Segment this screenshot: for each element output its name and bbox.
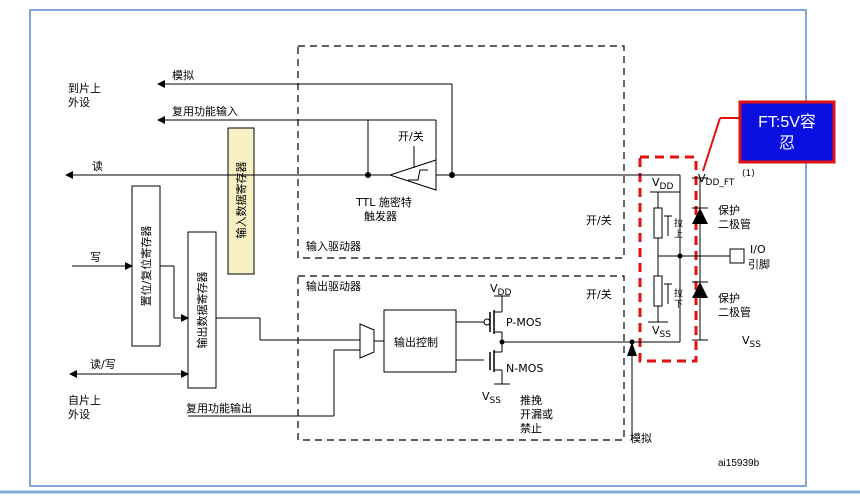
protection-highlight-box <box>638 155 698 363</box>
output-data-register <box>187 231 217 389</box>
io-label: I/O <box>750 243 766 256</box>
to-peripheral-label: 外设 <box>68 96 90 109</box>
pmos-label: P-MOS <box>506 316 542 329</box>
ttl-label: TTL 施密特 <box>355 195 412 209</box>
output-driver-box <box>297 275 625 441</box>
on-off-label: 开/关 <box>586 287 612 301</box>
pd-switch <box>664 283 672 304</box>
io-label: 引脚 <box>748 257 770 271</box>
ft-callout-text: FT:5V容 <box>758 113 816 131</box>
junction-dot <box>629 339 635 345</box>
analog-in-label: 模拟 <box>172 68 194 82</box>
ft-callout-text: 忍 <box>779 135 795 152</box>
input-data-register <box>227 127 255 275</box>
io-pin-box <box>729 248 745 264</box>
protect-diode-label: 保护 <box>718 291 740 305</box>
junction-dot <box>449 172 455 178</box>
input-data-register-label: 输入数据寄存器 <box>234 162 248 239</box>
vss-diode-label: VSS <box>742 334 761 350</box>
ft-callout-box <box>738 100 836 164</box>
mode-label: 推挽 <box>520 393 542 407</box>
analog-out-arrow <box>627 342 637 356</box>
figure-reference: ai15939b <box>718 458 760 469</box>
nmos-label: N-MOS <box>506 362 543 375</box>
mux-shape <box>359 323 375 359</box>
vdd-label: VDD <box>490 282 511 298</box>
schmitt-trigger-symbol <box>388 159 437 191</box>
from-peripheral-label: 外设 <box>68 408 90 421</box>
alt-func-out-label: 复用功能输出 <box>186 401 252 415</box>
mode-label: 开漏或 <box>520 408 553 421</box>
protection-diode-down <box>692 282 708 298</box>
callout-pointer <box>702 117 721 172</box>
from-peripheral-label: 自片上 <box>68 394 101 407</box>
pull-down-resistor <box>653 275 663 307</box>
outer-frame <box>29 9 807 487</box>
pull-up-label: 拉 <box>674 217 683 229</box>
ttl-label: 触发器 <box>364 209 397 223</box>
write-label: 写 <box>90 251 101 264</box>
protection-diode-up <box>692 208 708 224</box>
pull-up-label: 上 <box>674 229 683 240</box>
read-label: 读 <box>92 159 103 173</box>
vss-pull-label: VSS <box>652 324 671 340</box>
on-off-label: 开/关 <box>398 129 424 143</box>
protect-diode-label: 二极管 <box>718 217 751 231</box>
input-driver-label: 输入驱动器 <box>306 239 361 253</box>
output-driver-label: 输出驱动器 <box>306 279 361 293</box>
junction-dot <box>365 172 371 178</box>
bit-set-reset-register <box>131 185 161 347</box>
footnote-mark: (1) <box>742 169 755 179</box>
hysteresis-glyph <box>408 169 428 181</box>
analog-out-label: 模拟 <box>630 431 652 445</box>
protect-diode-label: 保护 <box>718 203 740 217</box>
pull-down-label: 拉 <box>674 287 683 299</box>
pull-down-label: 下 <box>674 300 683 310</box>
vss-label: VSS <box>482 390 501 406</box>
protect-diode-label: 二极管 <box>718 305 751 319</box>
pu-switch <box>664 215 672 236</box>
read-write-label: 读/写 <box>90 357 116 371</box>
vdd-pull-label: VDD <box>652 176 673 192</box>
on-off-label: 开/关 <box>586 213 612 227</box>
alt-func-in-label: 复用功能输入 <box>172 104 238 118</box>
vdd-ft-label: VDD_FT <box>698 172 735 188</box>
pull-up-resistor <box>653 207 663 239</box>
output-data-register-label: 输出数据寄存器 <box>195 272 209 349</box>
mode-label: 禁止 <box>520 422 542 435</box>
input-driver-box <box>297 45 625 259</box>
p-gate-bubble <box>483 318 491 326</box>
bsrr-label: 置位/复位寄存器 <box>139 226 153 307</box>
output-control-label: 输出控制 <box>394 335 438 349</box>
to-peripheral-label: 到片上 <box>68 82 101 95</box>
